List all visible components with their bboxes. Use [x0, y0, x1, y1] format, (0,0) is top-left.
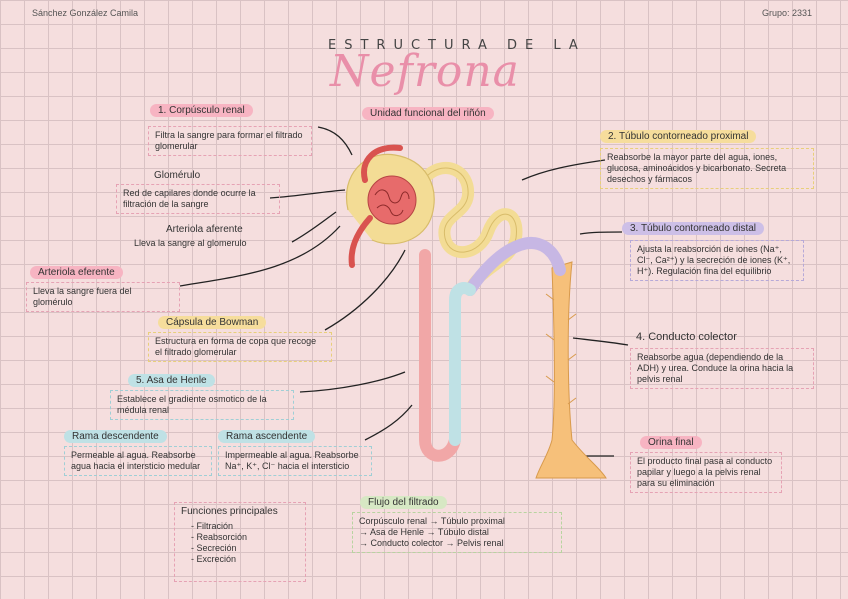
arrow-corpusculo — [317, 126, 353, 156]
loop-descending — [419, 249, 461, 462]
label-descendente-title: Rama descendente — [64, 430, 167, 443]
label-orina-text: El producto final pasa al conducto papil… — [630, 452, 782, 493]
title-script: Nefrona — [330, 46, 520, 97]
author-name: Sánchez González Camila — [32, 8, 139, 18]
arrow-distal — [579, 231, 623, 235]
label-proximal-title: 2. Túbulo contorneado proximal — [600, 130, 757, 143]
title-line: ESTRUCTURA DE LA — [328, 38, 586, 53]
label-henle-text: Establece el gradiente osmotico de la mé… — [110, 390, 294, 420]
arrow-eferente — [179, 225, 341, 287]
arrow-proximal — [521, 159, 606, 181]
label-colector-text: Reabsorbe agua (dependiendo de la ADH) y… — [630, 348, 814, 389]
label-glomerulo-text: Red de capilares donde ocurre la filtrac… — [116, 184, 280, 214]
label-corpusculo-text: Filtra la sangre para formar el filtrado… — [148, 126, 312, 156]
label-orina-title: Orina final — [640, 436, 702, 449]
group-label: Grupo: 2331 — [762, 8, 813, 18]
arrow-ascendente — [364, 404, 413, 441]
label-aferente-text: Lleva la sangre al glomerulo — [134, 238, 247, 248]
arrow-bowman — [324, 249, 406, 331]
funciones-item: - Secreción — [191, 543, 237, 553]
distal-tubule — [464, 237, 566, 296]
funciones-box: Funciones principales - Filtración - Rea… — [174, 502, 306, 582]
label-proximal-text: Reabsorbe la mayor parte del agua, iones… — [600, 148, 814, 189]
flujo-title: Flujo del filtrado — [360, 496, 447, 509]
proximal-tubule — [422, 161, 523, 296]
arrow-glomerulo — [269, 189, 346, 199]
loop-ascending — [449, 282, 476, 446]
funciones-item: - Excreción — [191, 554, 237, 564]
label-corpusculo-title: 1. Corpúsculo renal — [150, 104, 253, 117]
afferent-arteriole — [361, 144, 403, 183]
flujo-box: Corpúsculo renal → Túbulo proximal → Asa… — [352, 512, 562, 553]
arrow-aferente — [291, 211, 337, 243]
funciones-item: - Filtración — [191, 521, 234, 531]
label-henle-title: 5. Asa de Henle — [128, 374, 215, 387]
label-bowman-text: Estructura en forma de copa que recoge e… — [148, 332, 332, 362]
label-distal-text: Ajusta la reabsorción de iones (Na⁺, Cl⁻… — [630, 240, 804, 281]
efferent-arteriole — [348, 215, 373, 268]
label-eferente-title: Arteriola eferente — [30, 266, 123, 279]
funciones-item: - Reabsorción — [191, 532, 248, 542]
collecting-duct — [535, 261, 607, 479]
flujo-line: → Asa de Henle → Túbulo distal — [359, 527, 489, 537]
label-glomerulo-title: Glomérulo — [154, 170, 201, 181]
arrow-colector — [572, 337, 629, 346]
label-ascendente-text: Impermeable al agua. Reabsorbe Na⁺, K⁺, … — [218, 446, 372, 476]
label-eferente-text: Lleva la sangre fuera del glomérulo — [26, 282, 180, 312]
label-descendente-text: Permeable al agua. Reabsorbe agua hacia … — [64, 446, 212, 476]
flujo-line: Corpúsculo renal → Túbulo proximal — [359, 516, 505, 526]
glomerulus — [367, 175, 417, 225]
label-distal-title: 3. Túbulo contorneado distal — [622, 222, 765, 235]
funciones-title: Funciones principales — [181, 506, 278, 517]
label-ascendente-title: Rama ascendente — [218, 430, 316, 443]
flujo-line: → Conducto colector → Pelvis renal — [359, 538, 504, 548]
label-bowman-title: Cápsula de Bowman — [158, 316, 267, 329]
label-aferente-title: Arteriola aferente — [166, 224, 243, 235]
subtitle-pill: Unidad funcional del riñón — [362, 107, 494, 120]
label-colector-title: 4. Conducto colector — [636, 331, 737, 343]
arrow-henle — [299, 371, 406, 393]
